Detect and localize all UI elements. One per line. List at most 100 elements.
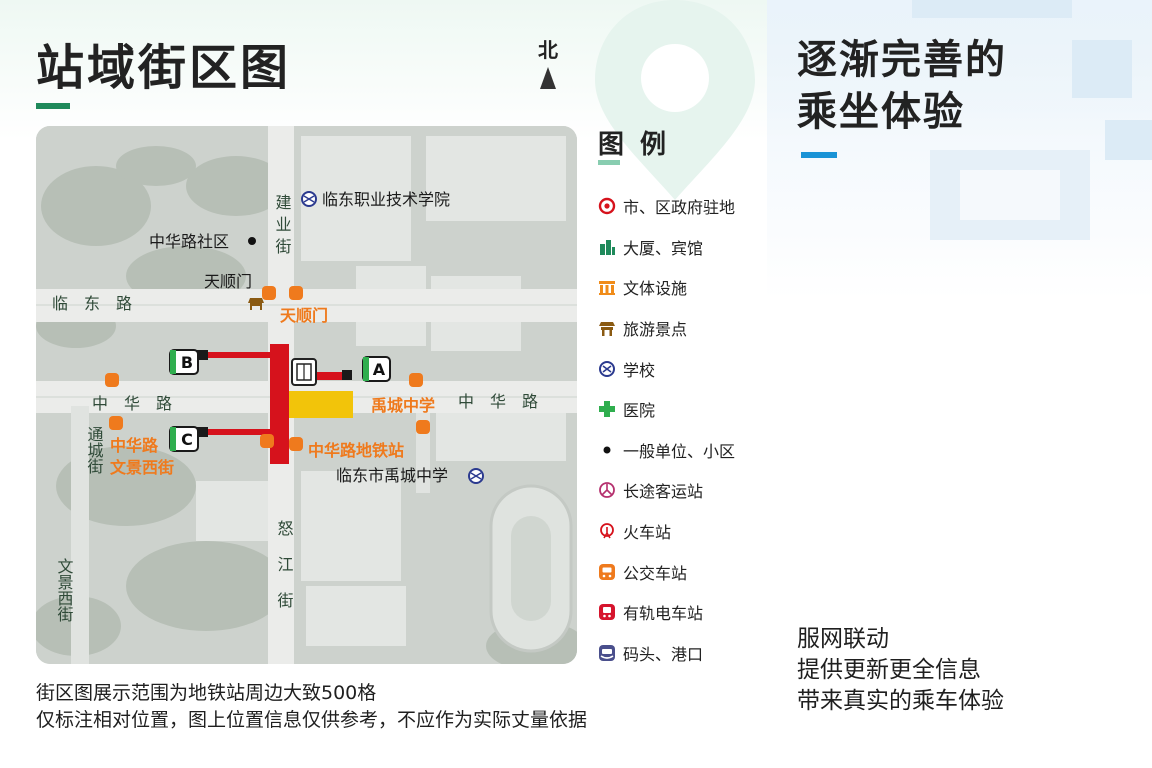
legend-item-school: 学校 <box>598 348 735 389</box>
building-blocks <box>196 136 566 646</box>
metro-platform-red <box>270 344 289 464</box>
elevator-icon <box>291 358 317 386</box>
scenic-spot-icon <box>598 319 616 337</box>
legend-item-cultural-sports: 文体设施 <box>598 267 735 308</box>
tram-station-icon <box>598 603 616 621</box>
street-labels: 临 东 路 中 华 路 中 华 路 <box>52 294 538 413</box>
promo-tagline: 服网联动 提供更新更全信息 带来真实的乘车体验 <box>797 624 1004 717</box>
map-legend: 市、区政府驻地 大厦、宾馆 文体设施 旅游景点 学校 医院 一般单位、小区 <box>598 186 735 673</box>
legend-label: 码头、港口 <box>623 644 704 664</box>
vegetation-texture <box>36 146 577 664</box>
bus-stop-icon <box>260 434 274 448</box>
street-wenjingxi: 文景西街 <box>55 558 74 622</box>
legend-label: 市、区政府驻地 <box>623 198 736 218</box>
label-tianshunmen-gate: 天顺门 <box>204 272 252 291</box>
disclaimer-line-1: 街区图展示范围为地铁站周边大致500格 <box>36 682 377 704</box>
tagline-line-1: 服网联动 <box>797 626 889 652</box>
cultural-sports-icon <box>598 278 616 296</box>
exit-c-connector <box>196 427 208 437</box>
exit-b-label: B <box>181 353 193 372</box>
legend-item-government: 市、区政府驻地 <box>598 186 735 227</box>
tagline-line-3: 带来真实的乘车体验 <box>797 688 1004 714</box>
exit-a-label: A <box>373 360 386 379</box>
general-unit-icon <box>598 441 616 459</box>
poi-tianshunmen-gate[interactable]: 天顺门 <box>204 272 264 310</box>
street-nujiang: 怒江街 <box>275 520 294 628</box>
bus-stop-label-wenjingxi: 文景西街 <box>110 458 174 477</box>
sports-track <box>489 484 573 653</box>
exit-badge-c[interactable]: C <box>169 426 199 452</box>
north-label: 北 <box>538 38 558 62</box>
exit-a-connector <box>342 370 352 380</box>
bus-stop-label-tianshunmen: 天顺门 <box>280 306 328 325</box>
legend-label: 公交车站 <box>623 563 688 583</box>
legend-label: 旅游景点 <box>623 320 688 340</box>
street-zhonghua-road-east: 中 华 路 <box>458 392 538 411</box>
legend-item-scenic: 旅游景点 <box>598 308 735 349</box>
exit-c-label: C <box>181 430 193 449</box>
legend-item-bus-stop: 公交车站 <box>598 551 735 592</box>
general-unit-icon <box>248 237 256 245</box>
bus-stop-icon <box>416 420 430 434</box>
north-indicator: 北 <box>530 34 566 89</box>
legend-label: 文体设施 <box>623 279 688 299</box>
vertical-street-labels: 建业街 怒江街 通城街 文景西街 <box>55 194 294 628</box>
legend-item-railway: 火车站 <box>598 511 735 552</box>
legend-item-tram: 有轨电车站 <box>598 592 735 633</box>
bus-stop-labels: 天顺门 禹城中学 中华路 文景西街 中华路地铁站 <box>110 306 435 477</box>
bus-stop-icon <box>289 286 303 300</box>
poi-yucheng-middle-school[interactable]: 临东市禹城中学 <box>336 466 484 485</box>
exit-badge-b[interactable]: B <box>169 349 199 375</box>
legend-title: 图例 <box>598 130 683 160</box>
bus-stop-label-zhonghua-metro: 中华路地铁站 <box>308 441 404 460</box>
page-title: 站域街区图 <box>36 40 292 96</box>
bus-stop-icon <box>598 563 616 581</box>
bus-stop-label-yucheng-middle: 禹城中学 <box>371 396 435 415</box>
headline-line-1: 逐渐完善的 <box>797 37 1007 83</box>
north-arrow-icon <box>540 67 556 89</box>
legend-item-port: 码头、港口 <box>598 633 735 674</box>
legend-label: 学校 <box>623 360 656 380</box>
title-underline <box>36 103 70 109</box>
legend-label: 长途客运站 <box>623 482 704 502</box>
exit-badge-a[interactable]: A <box>362 356 391 382</box>
label-zhonghua-community: 中华路社区 <box>149 232 229 251</box>
street-linxi-road: 临 东 路 <box>52 294 132 313</box>
map-canvas: A B C 临 东 路 中 华 路 中 华 路 建业街 怒江街 通城街 文景西街 <box>36 126 577 664</box>
scenic-spot-icon <box>248 298 264 310</box>
hospital-icon <box>598 400 616 418</box>
legend-label: 火车站 <box>623 523 672 543</box>
legend-label: 大厦、宾馆 <box>623 238 704 258</box>
tagline-line-2: 提供更新更全信息 <box>797 657 981 683</box>
street-zhonghua-road-west: 中 华 路 <box>92 394 172 413</box>
poi-vocational-college[interactable]: 临东职业技术学院 <box>301 190 450 209</box>
long-distance-bus-icon <box>598 481 616 499</box>
street-jianye: 建业街 <box>273 194 292 260</box>
legend-underline <box>598 160 620 165</box>
metro-station-structure <box>196 344 353 464</box>
bus-stop-icon <box>409 373 423 387</box>
legend-label: 有轨电车站 <box>623 604 704 624</box>
legend-label: 医院 <box>623 401 656 421</box>
map-disclaimer: 街区图展示范围为地铁站周边大致500格 仅标注相对位置，图上位置信息仅供参考，不… <box>36 680 587 734</box>
legend-item-hospital: 医院 <box>598 389 735 430</box>
disclaimer-line-2: 仅标注相对位置，图上位置信息仅供参考，不应作为实际丈量依据 <box>36 709 588 731</box>
bus-stop-icon <box>262 286 276 300</box>
legend-label: 一般单位、小区 <box>623 441 736 461</box>
station-area-map[interactable]: A B C 临 东 路 中 华 路 中 华 路 建业街 怒江街 通城街 文景西街 <box>36 126 577 664</box>
street-tongcheng: 通城街 <box>85 426 104 474</box>
bus-stop-icon <box>109 416 123 430</box>
bus-stop-icon <box>289 437 303 451</box>
bus-stop-icon <box>105 373 119 387</box>
headline-line-2: 乘坐体验 <box>797 89 965 135</box>
bus-stop-label-zhonghua: 中华路 <box>110 436 159 455</box>
railway-station-icon <box>598 522 616 540</box>
government-seat-icon <box>598 197 616 215</box>
exit-a-passage <box>314 372 350 380</box>
school-icon <box>598 360 616 378</box>
poi-zhonghua-community[interactable]: 中华路社区 <box>149 232 256 251</box>
building-icon <box>598 238 616 256</box>
pixel-pattern-watermark-icon <box>912 0 1152 240</box>
exit-b-passage <box>206 352 270 358</box>
exit-b-connector <box>196 350 208 360</box>
